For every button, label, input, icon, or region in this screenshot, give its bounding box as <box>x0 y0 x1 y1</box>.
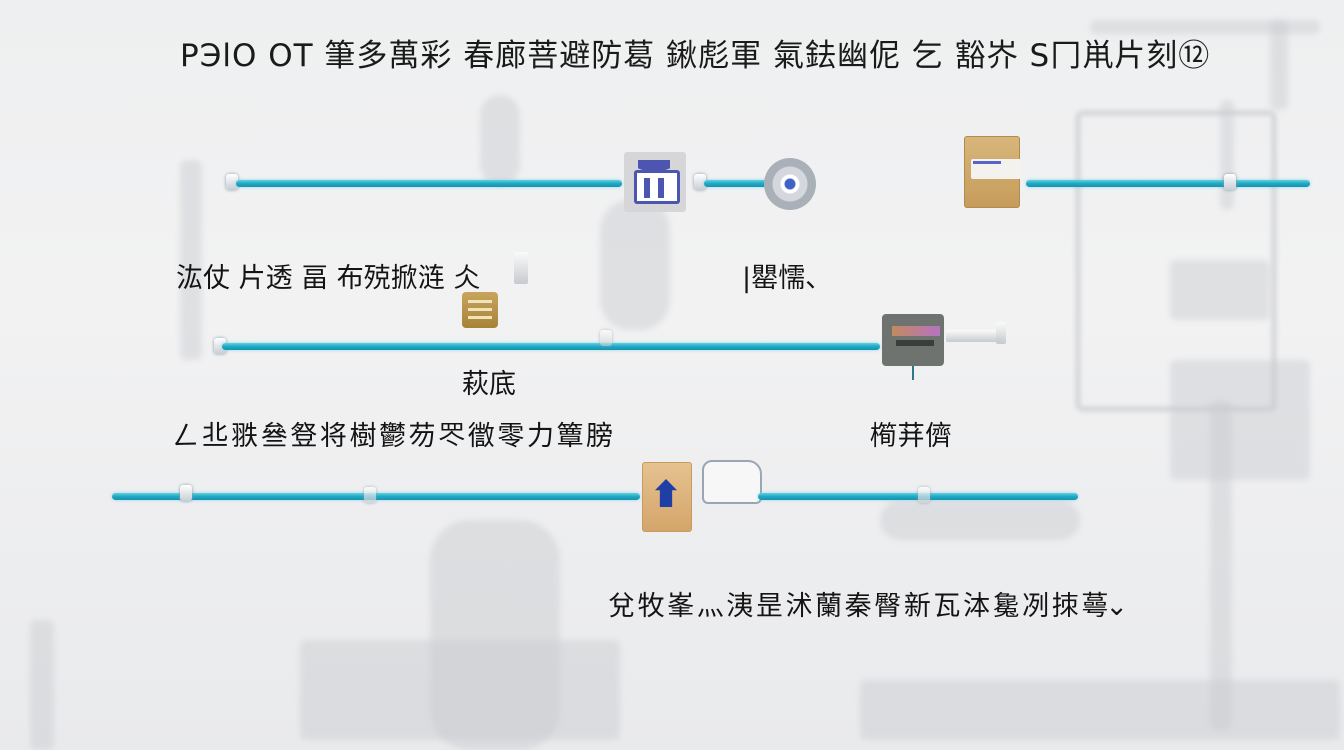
row1-connector-line-2 <box>704 180 768 187</box>
background-block <box>430 520 560 750</box>
chip-icon <box>462 292 498 328</box>
background-block <box>1170 360 1310 480</box>
background-block <box>300 640 620 740</box>
background-frame <box>1075 110 1277 412</box>
row1-mid-node <box>1224 174 1236 190</box>
row1-arrow-node <box>694 174 706 190</box>
background-pipe <box>1220 100 1234 210</box>
background-pipe <box>1090 20 1320 34</box>
row1-label-left: 汯仗 片透 畐 布殑掀涟 仌 <box>176 263 481 294</box>
row2-mid-node <box>600 330 612 346</box>
background-pipe <box>480 95 520 185</box>
row1-bracket <box>514 252 528 284</box>
background-block <box>880 500 1080 540</box>
background-pipe <box>600 200 670 330</box>
row2-start-node <box>214 338 226 354</box>
disc-icon <box>764 158 816 210</box>
background-block <box>1170 260 1270 320</box>
row3-connector-line <box>112 493 640 500</box>
row1-connector-line <box>236 180 622 187</box>
row2-label-long: ㄥ 丠 翐 叄 豋 将 樹 鬱 芴 罖 徾 零 力 簟 膀 <box>172 421 613 452</box>
row2-end-cap <box>996 322 1006 344</box>
row1-label-middle: |罌懦、 <box>742 263 833 294</box>
row3-label: 兌 牧 峯 灬 洟 昰 沭 蘭 秦 臀 新 瓦 泍 毚 冽 拺 蕚⌄ <box>608 591 1128 622</box>
background-block <box>860 680 1340 740</box>
row3-mid-node <box>364 487 376 503</box>
row1-connector-line-3 <box>1026 180 1310 187</box>
row1-start-node <box>226 174 238 190</box>
background-pipe <box>1210 400 1232 730</box>
building-icon <box>624 152 686 212</box>
row2-label-right: 橁 荓 儕 <box>870 421 952 452</box>
row2-end-bracket <box>946 330 1002 342</box>
background-pipe <box>1270 20 1288 110</box>
screen-panel-icon <box>882 314 944 366</box>
house-card-icon <box>642 462 692 532</box>
row3-start-node <box>180 485 192 501</box>
plant-icon <box>912 366 914 380</box>
background-pipe <box>30 620 54 750</box>
background-pipe <box>180 160 202 360</box>
row3-end-node <box>918 487 930 503</box>
document-card-icon <box>964 136 1021 208</box>
row2-label-short: 萩底 <box>462 369 516 400</box>
row2-connector-line <box>222 343 880 350</box>
diagram-title: PЭlO OT 筆多萬彩 春廊菩避防葛 鍬彪軍 氣鉣幽伲 乞 豁岕 S冂鼡片刻⑫ <box>180 38 1211 74</box>
sketch-machine-icon <box>702 460 762 504</box>
